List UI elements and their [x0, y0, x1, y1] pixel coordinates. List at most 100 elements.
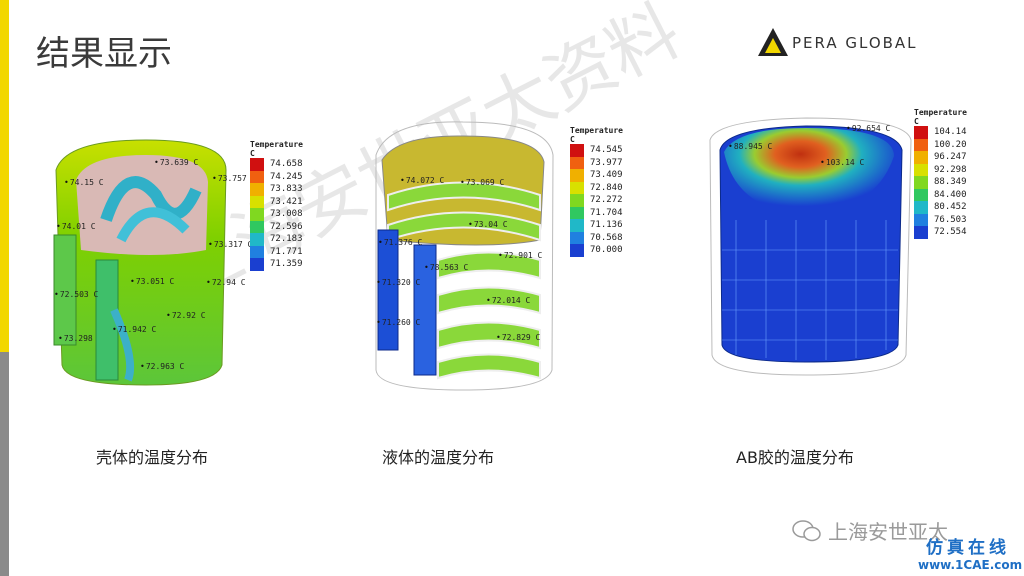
- legend-swatch: [250, 208, 264, 221]
- probe-label: 72.014 C: [486, 296, 531, 305]
- probe-label: 74.15 C: [64, 178, 104, 187]
- probe-label: 73.757 C: [212, 174, 257, 183]
- legend-row: 96.247: [914, 151, 967, 164]
- legend-value: 71.359: [270, 259, 303, 270]
- pera-global-logo: PERA GLOBAL: [756, 26, 966, 60]
- legend-swatch: [570, 244, 584, 257]
- legend-swatch: [570, 169, 584, 182]
- caption-liquid: 液体的温度分布: [382, 448, 495, 467]
- probe-label: 73.317 C: [208, 240, 253, 249]
- probe-label: 73.051 C: [130, 277, 175, 286]
- legend-swatch: [570, 219, 584, 232]
- legend-row: 74.245: [250, 170, 303, 183]
- legend-swatch: [250, 220, 264, 233]
- probe-label: 71.376 C: [378, 238, 423, 247]
- legend-value: 96.247: [934, 152, 967, 163]
- site-logo: 仿真在线 www.1CAE.com: [918, 538, 1023, 574]
- legend-swatch: [914, 188, 928, 201]
- housing-temperature-panel: 74.15 C 73.639 C 73.757 C 74.01 C 73.317…: [36, 100, 336, 400]
- legend-swatch: [250, 245, 264, 258]
- legend-swatch: [914, 213, 928, 226]
- legend-row: 100.20: [914, 138, 967, 151]
- probe-label: 72.963 C: [140, 362, 185, 371]
- probe-label: 73.639 C: [154, 158, 199, 167]
- legend-swatch: [914, 151, 928, 164]
- liquid-model-image: [375, 121, 554, 391]
- legend-swatch: [250, 258, 264, 271]
- probe-label: 72.92 C: [166, 311, 206, 320]
- legend-swatch: [250, 158, 264, 171]
- probe-label: 73.04 C: [468, 220, 508, 229]
- legend-value: 73.833: [270, 184, 303, 195]
- legend-row: 71.136: [570, 219, 623, 232]
- legend-row: 70.000: [570, 244, 623, 257]
- legend-swatch: [914, 176, 928, 189]
- legend-value: 100.20: [934, 139, 967, 150]
- legend-row: 73.421: [250, 195, 303, 208]
- legend-value: 73.421: [270, 196, 303, 207]
- legend-value: 73.008: [270, 209, 303, 220]
- probe-label: 74.01 C: [56, 222, 96, 231]
- legend-row: 73.409: [570, 169, 623, 182]
- site-logo-url: www.1CAE.com: [918, 558, 1023, 572]
- slide-title: 结果显示: [36, 34, 172, 74]
- legend-swatch: [914, 138, 928, 151]
- probe-label: 71.320 C: [376, 278, 421, 287]
- legend-title: Temperature: [250, 140, 303, 149]
- legend-value: 71.136: [590, 220, 623, 231]
- legend-row: 70.568: [570, 231, 623, 244]
- legend-unit: C: [914, 117, 919, 126]
- legend-row: 92.298: [914, 163, 967, 176]
- legend-row: 73.833: [250, 183, 303, 196]
- legend-value: 84.400: [934, 189, 967, 200]
- legend-row: 80.452: [914, 201, 967, 214]
- legend-swatch: [914, 126, 928, 139]
- site-logo-title: 仿真在线: [926, 538, 1010, 558]
- probe-label: 71.942 C: [112, 325, 157, 334]
- legend-value: 70.568: [590, 232, 623, 243]
- legend-row: 72.840: [570, 181, 623, 194]
- legend-swatch: [250, 183, 264, 196]
- legend-row: 74.658: [250, 158, 303, 171]
- legend-row: 73.008: [250, 208, 303, 221]
- legend-unit: C: [570, 135, 575, 144]
- legend-value: 74.245: [270, 171, 303, 182]
- legend-row: 76.503: [914, 213, 967, 226]
- legend-value: 72.840: [590, 182, 623, 193]
- gray-bar: [0, 352, 9, 576]
- legend-value: 80.452: [934, 202, 967, 213]
- legend-value: 73.409: [590, 170, 623, 181]
- caption-ab-glue: AB胶的温度分布: [736, 448, 854, 467]
- probe-label: 73.069 C: [460, 178, 505, 187]
- legend-swatch: [250, 195, 264, 208]
- probe-label: 73.298: [58, 334, 93, 343]
- logo-text: PERA GLOBAL: [792, 34, 918, 52]
- legend-value: 76.503: [934, 214, 967, 225]
- legend-swatch: [570, 231, 584, 244]
- legend-value: 72.272: [590, 195, 623, 206]
- legend-title: Temperature: [570, 126, 623, 135]
- legend-swatch: [250, 170, 264, 183]
- legend-swatch: [570, 206, 584, 219]
- legend-row: 72.554: [914, 226, 967, 239]
- caption-housing: 壳体的温度分布: [96, 448, 209, 467]
- probe-label: 72.901 C: [498, 251, 543, 260]
- triangle-logo-icon: [758, 28, 788, 56]
- legend-value: 74.545: [590, 145, 623, 156]
- legend-value: 71.771: [270, 246, 303, 257]
- legend-row: 72.596: [250, 220, 303, 233]
- probe-label: 74.072 C: [400, 176, 445, 185]
- legend-value: 71.704: [590, 207, 623, 218]
- legend-row: 71.771: [250, 245, 303, 258]
- housing-model-image: [53, 139, 227, 386]
- legend-swatch: [570, 194, 584, 207]
- legend-title: Temperature: [914, 108, 967, 117]
- accent-bar: [0, 0, 9, 352]
- wechat-brand: 上海安世亚太: [792, 516, 948, 545]
- probe-label: 72.503 C: [54, 290, 99, 299]
- probe-label: 72.829 C: [496, 333, 541, 342]
- probe-label: 71.260 C: [376, 318, 421, 327]
- legend-swatch: [570, 144, 584, 157]
